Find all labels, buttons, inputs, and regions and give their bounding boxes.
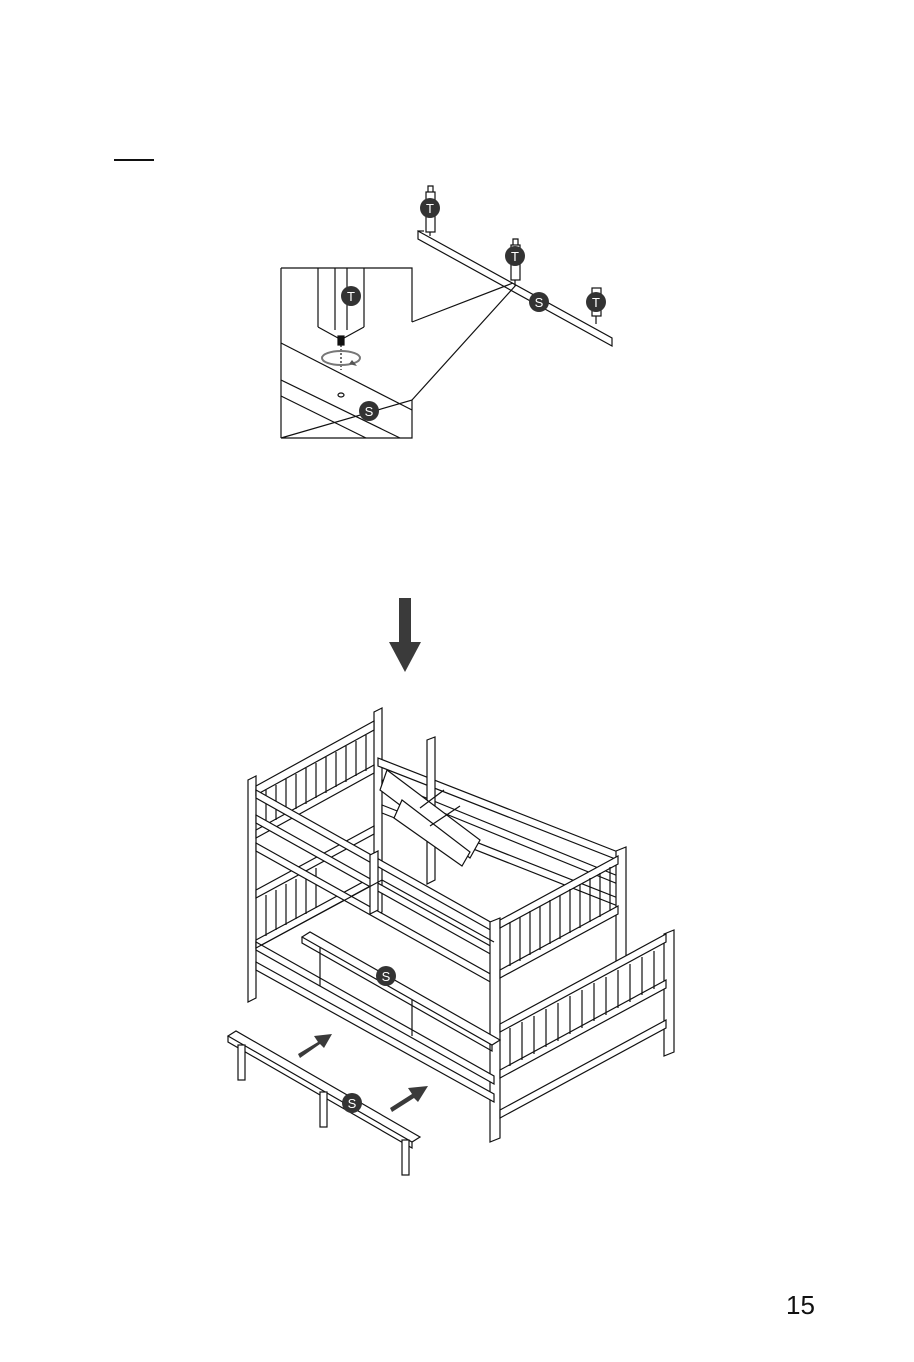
badge-t-leg-2: T <box>505 246 525 266</box>
svg-text:T: T <box>347 289 355 304</box>
insert-arrow-icon-2 <box>390 1086 428 1112</box>
insert-arrow-icon <box>298 1034 332 1058</box>
page-number: 15 <box>786 1290 815 1321</box>
svg-text:S: S <box>382 969 391 984</box>
badge-t-inset: T <box>341 286 361 306</box>
svg-text:T: T <box>426 201 434 216</box>
loose-slat-with-legs <box>228 1031 420 1175</box>
slat-with-legs-diagram <box>281 186 612 438</box>
svg-text:S: S <box>348 1096 357 1111</box>
badge-s-loose-slat: S <box>342 1093 362 1113</box>
svg-text:T: T <box>511 249 519 264</box>
arrow-down-icon <box>389 598 421 672</box>
badge-s-installed-slat: S <box>376 966 396 986</box>
badge-s-inset: S <box>359 401 379 421</box>
bunk-bed-illustration <box>228 708 674 1175</box>
svg-text:S: S <box>535 295 544 310</box>
svg-text:T: T <box>592 295 600 310</box>
badge-t-leg-3: T <box>586 292 606 312</box>
badge-t-leg-1: T <box>420 198 440 218</box>
front-corner-post <box>490 918 500 1142</box>
badge-s-slat: S <box>529 292 549 312</box>
svg-text:S: S <box>365 404 374 419</box>
